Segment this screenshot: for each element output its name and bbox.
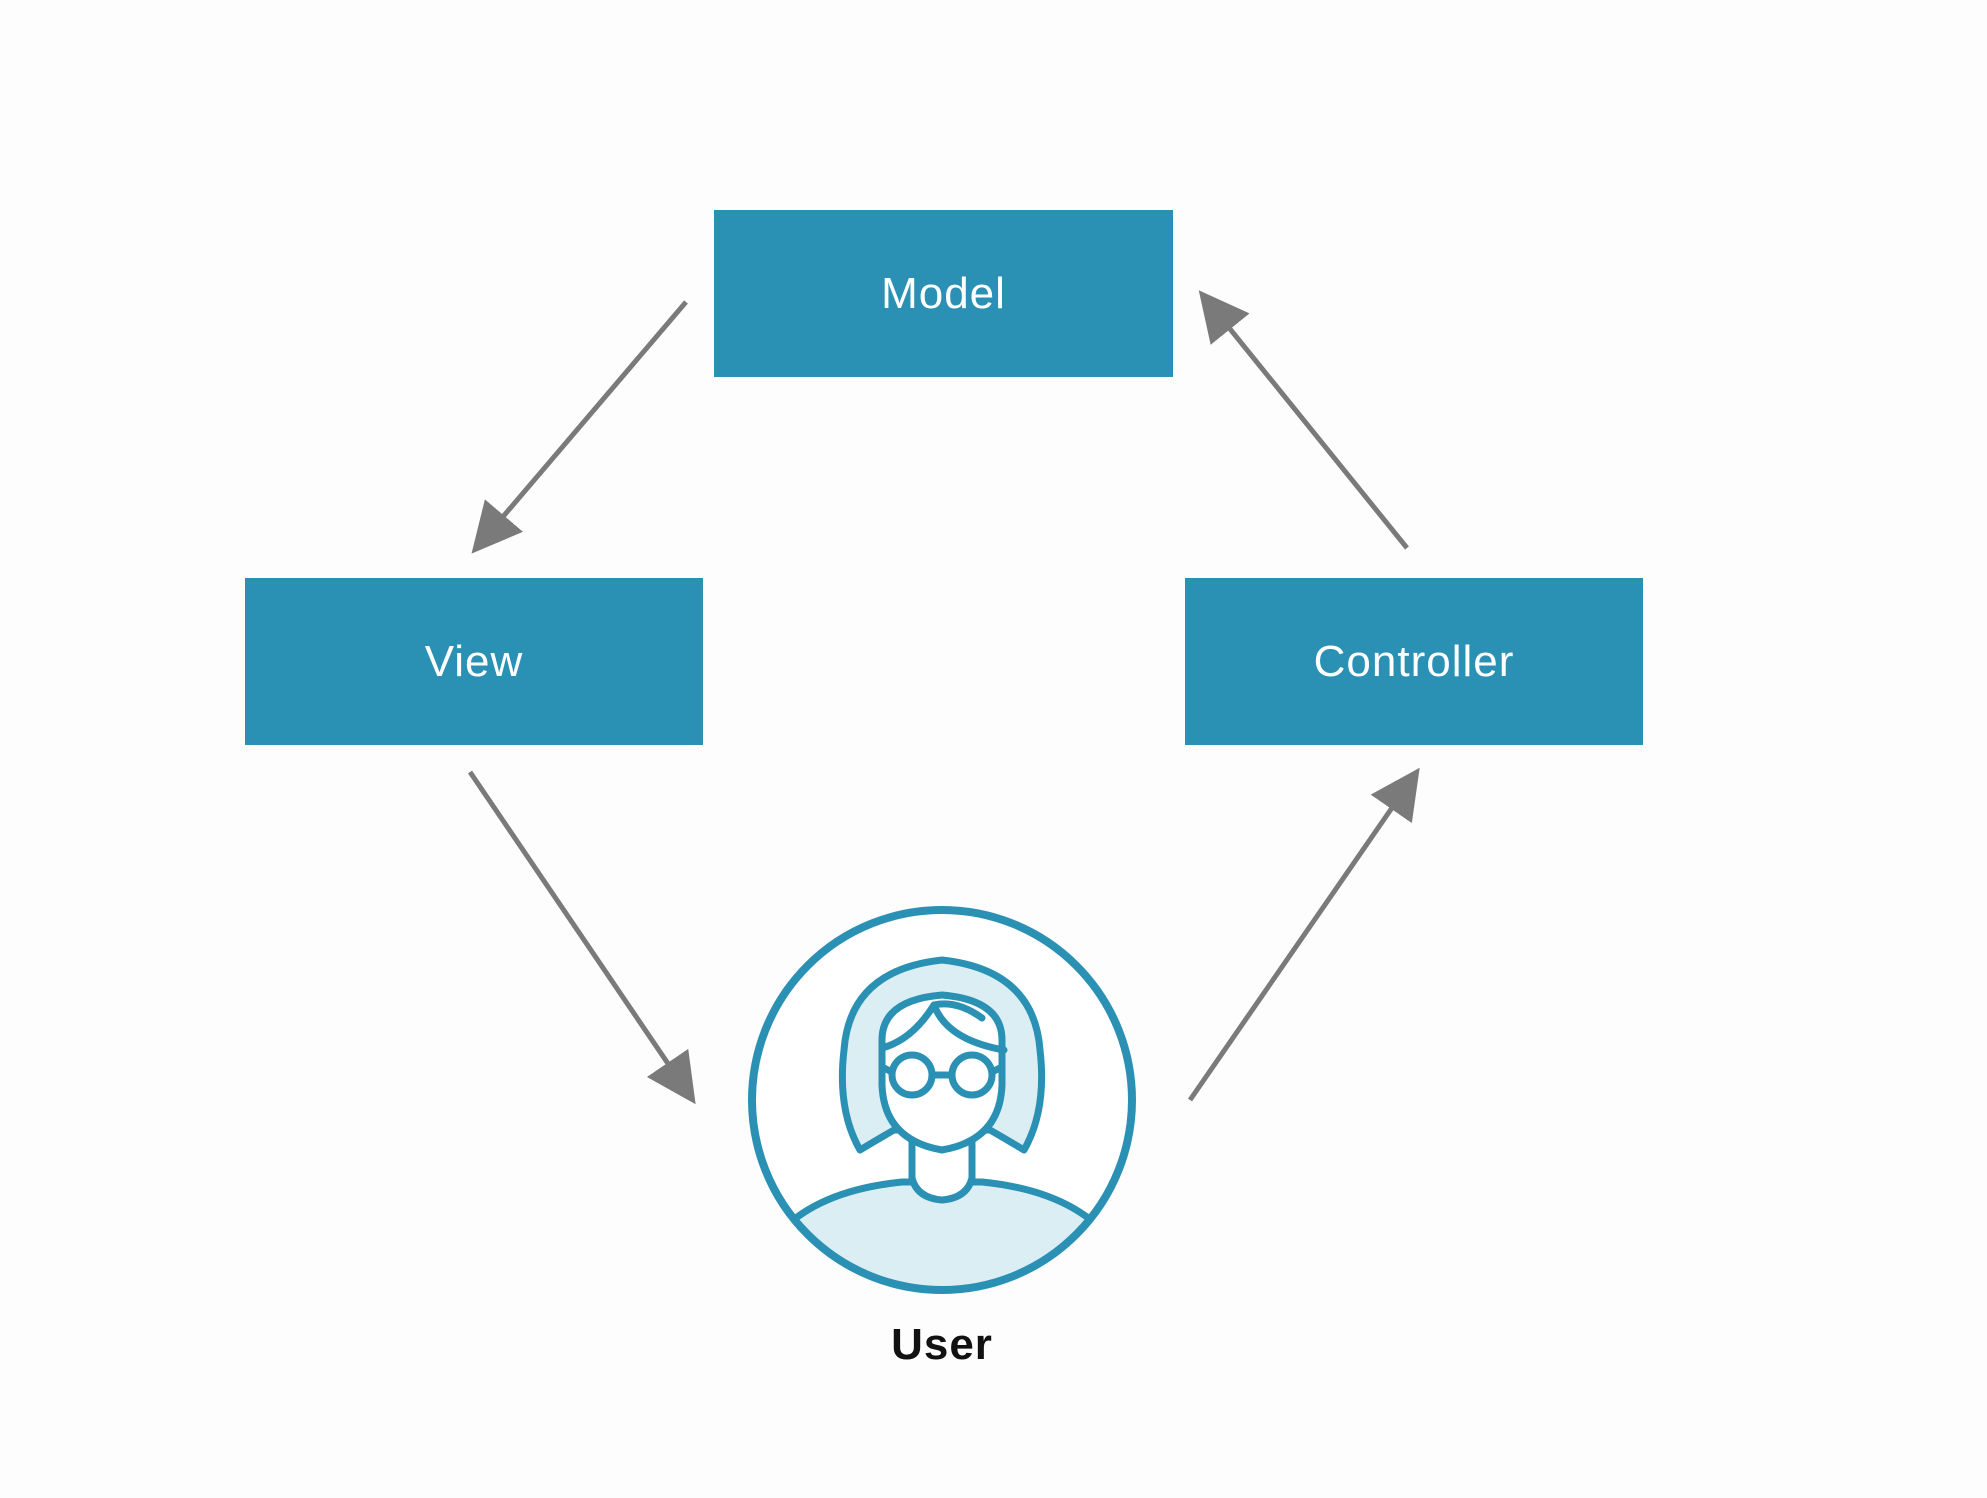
view-label: View	[424, 636, 524, 686]
controller-label: Controller	[1313, 636, 1515, 686]
arrow-view-to-user	[467, 770, 696, 1105]
controller-box: Controller	[1185, 578, 1643, 745]
model-box: Model	[714, 210, 1173, 377]
arrow-controller-to-model	[1198, 290, 1409, 550]
model-label: Model	[881, 268, 1006, 318]
user-avatar-icon	[748, 906, 1136, 1294]
view-box: View	[245, 578, 703, 745]
arrow-user-to-controller	[1187, 767, 1420, 1102]
user-label: User	[891, 1320, 993, 1369]
arrow-model-to-view	[471, 300, 688, 554]
